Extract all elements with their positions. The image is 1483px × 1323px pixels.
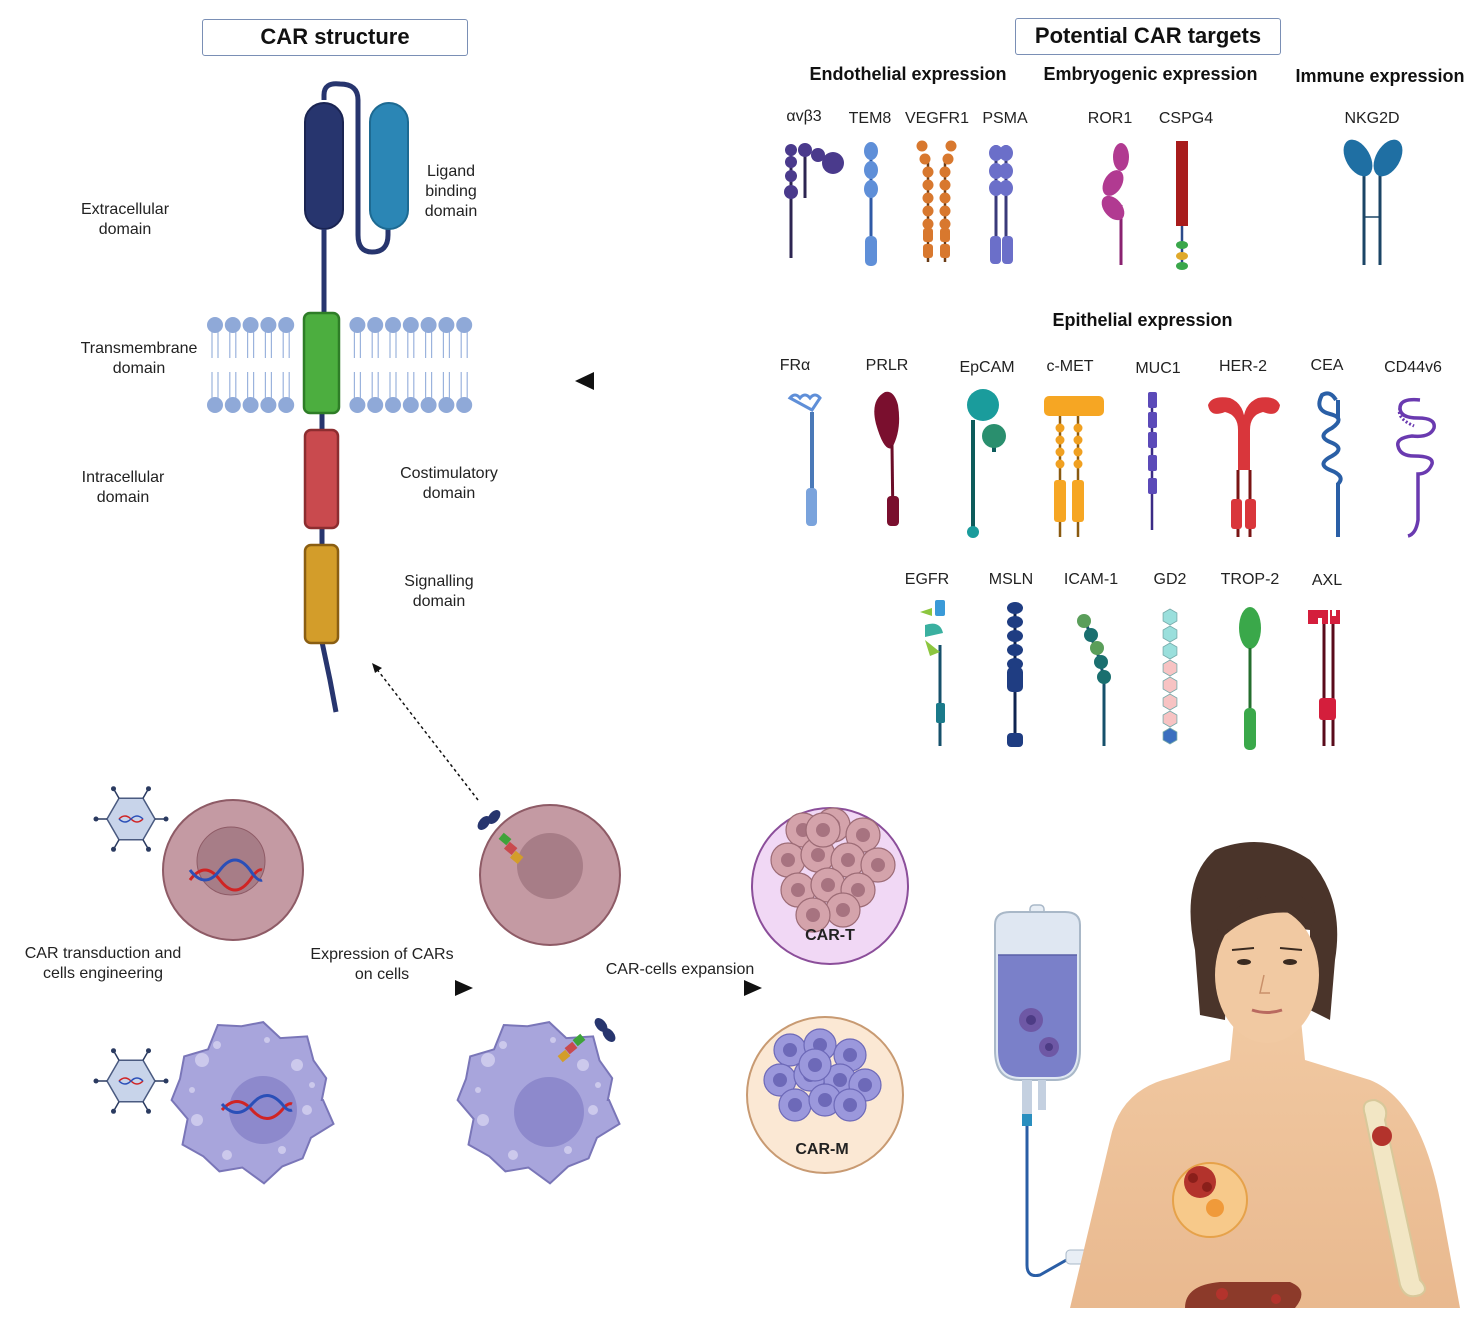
car-domains <box>302 311 341 645</box>
avb3-glyph <box>784 143 844 258</box>
msln-glyph <box>1007 602 1023 747</box>
embryogenic-heading: Embryogenic expression <box>1043 64 1258 84</box>
macrophage-engineering <box>170 1021 335 1185</box>
intracellular-domain-label: Intracellular domain <box>81 469 165 506</box>
car-t-expansion-circle <box>751 807 909 965</box>
trop2-glyph <box>1239 607 1261 750</box>
psma-glyph <box>989 145 1013 264</box>
virus-icon <box>93 786 169 852</box>
expansion-label: CAR-cells expansion <box>605 961 755 978</box>
car-m-label: CAR-M <box>795 1141 849 1158</box>
extracellular-domain-label: Extracellular domain <box>80 201 170 238</box>
signalling-domain-label: Signalling domain <box>404 573 474 610</box>
virus-icon <box>93 1048 169 1114</box>
target-label: αvβ3 <box>786 108 822 125</box>
signalling-domain-block <box>303 543 340 645</box>
transduction-label: CAR transduction and cells engineering <box>24 945 182 982</box>
cmet-glyph <box>1044 396 1104 537</box>
target-label: ICAM-1 <box>1063 571 1119 588</box>
patient-illustration <box>1070 842 1460 1308</box>
target-label: EpCAM <box>959 359 1015 376</box>
tem8-glyph <box>864 142 878 266</box>
car-t-cell-expressing <box>477 804 621 946</box>
iv-bag <box>994 904 1125 1277</box>
dna-icon <box>188 868 263 892</box>
icam1-glyph <box>1077 614 1111 746</box>
target-label: EGFR <box>904 571 950 588</box>
lipid-bilayer <box>207 317 473 413</box>
car-receptor-icon <box>477 810 524 865</box>
target-label: PSMA <box>982 110 1028 127</box>
target-label: MUC1 <box>1135 360 1181 377</box>
endothelial-heading: Endothelial expression <box>809 64 1007 84</box>
cd44v6-glyph <box>1396 397 1436 538</box>
prlr-glyph <box>874 391 900 526</box>
costimulatory-domain-block <box>303 428 340 530</box>
target-label: FRα <box>779 357 811 374</box>
dotted-arrow <box>375 667 479 801</box>
target-label: GD2 <box>1153 571 1187 588</box>
ror1-glyph <box>1101 143 1129 265</box>
expression-label: Expression of CARs on cells <box>310 946 454 983</box>
potential-car-targets-title: Potential CAR targets <box>1015 18 1281 55</box>
t-cell-engineering <box>162 799 304 941</box>
transmembrane-domain-block <box>302 311 341 415</box>
cspg4-glyph <box>1176 141 1188 270</box>
target-label: CSPG4 <box>1158 110 1214 127</box>
target-label: c-MET <box>1046 358 1094 375</box>
scfv-light-chain <box>369 102 409 230</box>
epcam-glyph <box>967 389 1006 538</box>
car-receptor-icon <box>557 1018 616 1063</box>
egfr-glyph <box>920 600 945 746</box>
target-label: CEA <box>1310 357 1344 374</box>
ligand-binding-domain-label: Ligand binding domain <box>424 163 478 220</box>
her2-glyph <box>1208 397 1280 537</box>
cea-glyph <box>1317 391 1343 537</box>
target-label: TROP-2 <box>1220 571 1280 588</box>
epithelial-heading: Epithelial expression <box>1052 310 1233 330</box>
costimulatory-domain-label: Costimulatory domain <box>400 465 498 502</box>
scfv-heavy-chain <box>304 102 344 230</box>
target-label: HER-2 <box>1218 358 1267 375</box>
gd2-glyph <box>1162 608 1178 745</box>
target-label: NKG2D <box>1344 110 1400 127</box>
target-label: TEM8 <box>848 110 892 127</box>
car-macrophage-expressing <box>456 1018 621 1185</box>
fra-glyph <box>787 393 822 526</box>
target-label: MSLN <box>988 571 1034 588</box>
target-label: AXL <box>1311 572 1343 589</box>
car-structure-title: CAR structure <box>202 19 468 56</box>
nkg2d-glyph <box>1343 139 1403 265</box>
target-label: PRLR <box>865 357 909 374</box>
car-t-label: CAR-T <box>805 927 855 944</box>
vegfr1-glyph <box>916 140 957 262</box>
target-label: CD44v6 <box>1384 359 1442 376</box>
target-label: VEGFR1 <box>904 110 969 127</box>
muc1-glyph <box>1148 392 1157 530</box>
target-label: ROR1 <box>1087 110 1133 127</box>
immune-heading: Immune expression <box>1295 66 1465 86</box>
car-receptor <box>304 81 409 713</box>
transmembrane-domain-label: Transmembrane domain <box>80 340 198 377</box>
axl-glyph <box>1308 610 1340 746</box>
car-m-expansion-circle <box>746 1016 904 1174</box>
